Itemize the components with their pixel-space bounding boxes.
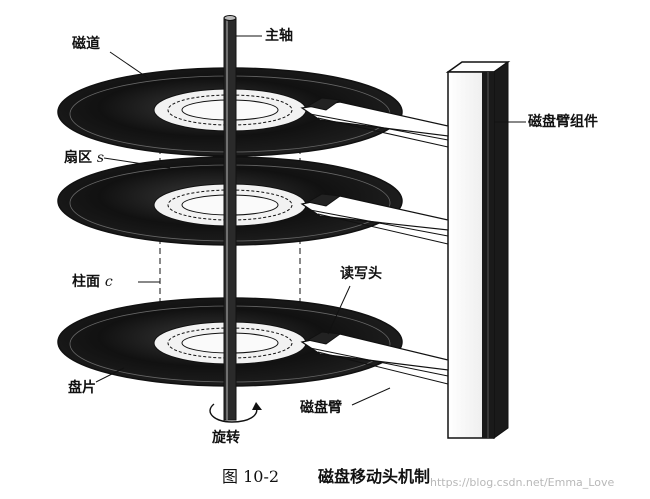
label-read-write-head: 读写头 (340, 266, 382, 282)
label-cylinder-text: 柱面 (72, 274, 100, 290)
leader-sector (103, 157, 171, 169)
caption-figure-number: 图 10-2 (222, 467, 280, 486)
leader-disk-arm (351, 387, 391, 406)
leader-head (327, 285, 351, 335)
label-cylinder-var: c (104, 274, 113, 290)
rotation-arrow (209, 402, 262, 423)
leader-lines (95, 35, 526, 406)
disk-arm-bottom (300, 331, 449, 385)
label-sector-text: 扇区 (64, 150, 92, 166)
disk-arm-top (300, 97, 449, 148)
caption-title: 磁盘移动头机制 (318, 467, 431, 486)
label-cylinder: 柱面 c (72, 274, 113, 290)
label-arm-assembly: 磁盘臂组件 (528, 114, 598, 130)
leader-track (109, 51, 149, 79)
watermark: https://blog.csdn.net/Emma_Love (430, 476, 615, 489)
label-disk-arm: 磁盘臂 (300, 400, 342, 416)
disk-arm-middle (300, 193, 449, 245)
label-sector-var: s (96, 150, 105, 166)
label-track: 磁道 (72, 36, 100, 52)
arm-assembly-block (445, 61, 511, 439)
label-platter: 盘片 (68, 380, 96, 396)
label-rotation: 旋转 (212, 430, 240, 446)
label-spindle: 主轴 (265, 28, 293, 44)
label-sector: 扇区 s (64, 150, 104, 166)
leader-platter (95, 367, 125, 383)
spindle (223, 15, 237, 421)
